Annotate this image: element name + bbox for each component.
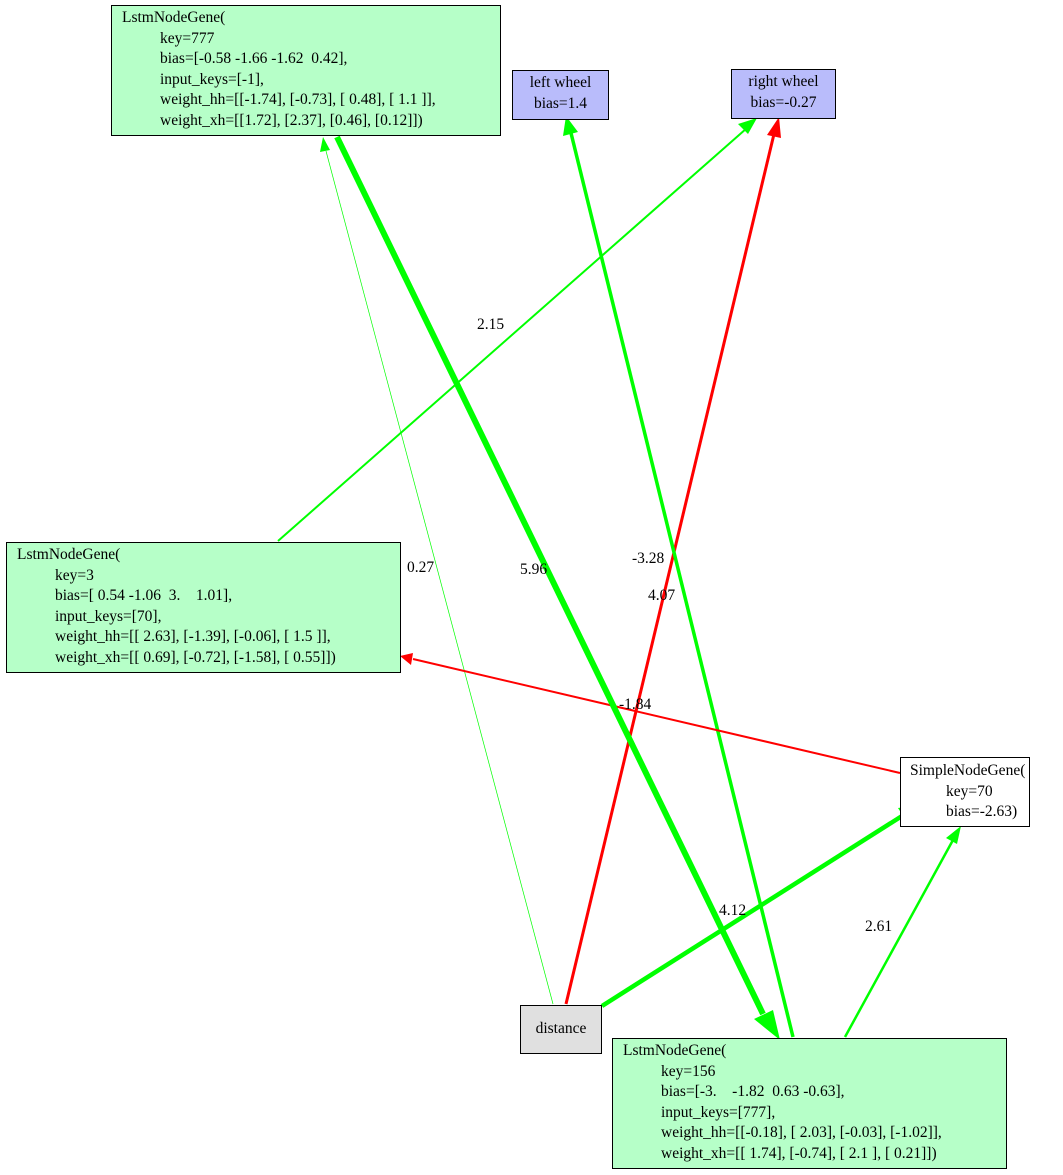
node-weight-xh: weight_xh=[[ 0.69], [-0.72], [-1.58], [ …	[55, 648, 336, 666]
node-input-keys: input_keys=[70],	[55, 607, 162, 625]
node-lstm-156[interactable]: LstmNodeGene( key=156 bias=[-3. -1.82 0.…	[612, 1038, 1007, 1169]
edge-label-0-27: 0.27	[407, 559, 435, 576]
edge-label-2-61: 2.61	[865, 918, 893, 935]
node-name: left wheel	[529, 74, 592, 91]
node-weight-xh: weight_xh=[[1.72], [2.37], [0.46], [0.12…	[160, 111, 423, 129]
edge-label-neg-3-28: -3.28	[632, 550, 665, 567]
node-title: LstmNodeGene(	[122, 9, 226, 26]
edge-simple70-to-lstm3	[400, 653, 901, 774]
node-bias: bias=-0.27	[750, 93, 817, 111]
edge-lstm777-to-lstm156	[334, 135, 780, 1040]
node-weight-hh: weight_hh=[[ 2.63], [-1.39], [-0.06], [ …	[55, 628, 331, 645]
node-title: LstmNodeGene(	[623, 1042, 727, 1059]
node-weight-hh: weight_hh=[[-1.74], [-0.73], [ 0.48], [ …	[160, 91, 436, 108]
node-title: LstmNodeGene(	[17, 546, 121, 563]
node-right-wheel[interactable]: right wheel bias=-0.27	[731, 69, 836, 119]
node-weight-xh: weight_xh=[[ 1.74], [-0.74], [ 2.1 ], [ …	[661, 1144, 937, 1162]
edge-label-4-07: 4.07	[648, 587, 676, 604]
node-bias: bias=1.4	[533, 94, 588, 112]
node-key: key=3	[55, 566, 94, 584]
node-weight-hh: weight_hh=[[-0.18], [ 2.03], [-0.03], [-…	[661, 1124, 942, 1141]
edge-label-2-15: 2.15	[477, 316, 505, 333]
node-left-wheel[interactable]: left wheel bias=1.4	[512, 70, 609, 120]
node-name: right wheel	[748, 73, 819, 90]
edge-label-4-12: 4.12	[719, 902, 747, 919]
edge-label-neg-1-84: -1.84	[619, 696, 652, 713]
node-name: distance	[535, 1020, 587, 1038]
edge-distance-to-simple70	[600, 805, 920, 1008]
node-key: key=70	[946, 782, 993, 800]
node-simple-70[interactable]: SimpleNodeGene( key=70 bias=-2.63)	[900, 757, 1030, 827]
node-bias: bias=[-0.58 -1.66 -1.62 0.42],	[160, 50, 348, 67]
node-input-keys: input_keys=[-1],	[160, 70, 264, 88]
node-bias: bias=[ 0.54 -1.06 3. 1.01],	[55, 587, 233, 604]
node-input-keys: input_keys=[777],	[661, 1103, 776, 1121]
edge-lstm3-to-right-wheel	[277, 118, 757, 542]
edge-distance-to-lstm777	[320, 137, 554, 1005]
node-title: SimpleNodeGene(	[910, 762, 1026, 779]
edge-lstm156-to-left-wheel	[563, 116, 795, 1038]
node-lstm-777[interactable]: LstmNodeGene( key=777 bias=[-0.58 -1.66 …	[111, 5, 501, 136]
node-key: key=777	[160, 29, 215, 47]
node-lstm-3[interactable]: LstmNodeGene( key=3 bias=[ 0.54 -1.06 3.…	[6, 542, 401, 673]
node-bias: bias=-2.63)	[946, 803, 1018, 820]
node-bias: bias=[-3. -1.82 0.63 -0.63],	[661, 1083, 845, 1100]
edge-label-5-96: 5.96	[520, 561, 548, 578]
node-key: key=156	[661, 1062, 716, 1080]
edge-distance-to-right-wheel	[564, 117, 781, 1005]
edge-lstm156-to-simple70	[843, 826, 961, 1038]
node-distance[interactable]: distance	[520, 1005, 602, 1054]
